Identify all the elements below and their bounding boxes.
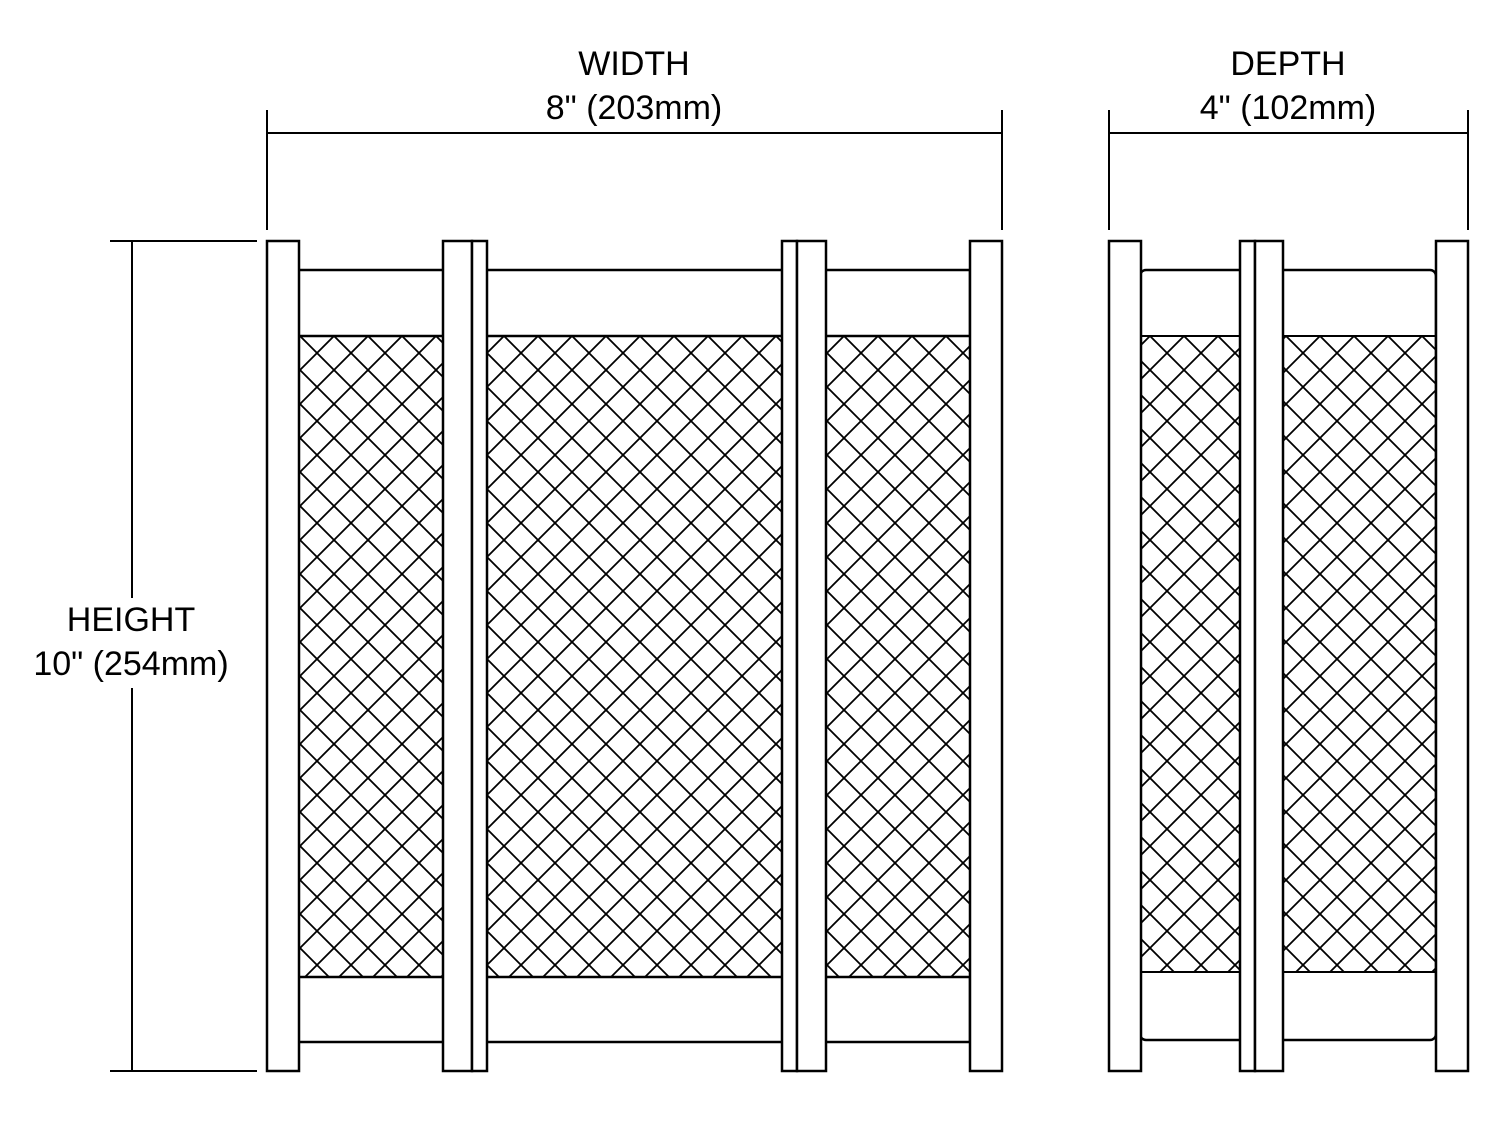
front-post-outer-right [968,239,1004,1073]
side-view [1107,239,1470,1073]
side-mesh-panel-left [1140,335,1241,973]
height-value: 10" (254mm) [33,645,228,683]
front-post-inner-right-a [780,239,799,1073]
front-post-outer-left [265,239,301,1073]
front-top-band [296,268,972,338]
side-post-right [1434,239,1470,1073]
height-title: HEIGHT [67,601,195,639]
side-post-center-a [1238,239,1257,1073]
front-mesh-panel-left [298,335,444,978]
height-dimension: HEIGHT 10" (254mm) [33,240,257,1072]
width-dimension: WIDTH 8" (203mm) [266,45,1003,230]
side-post-left [1107,239,1143,1073]
width-value: 8" (203mm) [546,89,722,127]
side-post-center-b [1253,239,1285,1073]
front-mesh-panel-right [825,335,971,978]
width-title: WIDTH [578,45,689,83]
front-post-inner-left-a [441,239,474,1073]
front-post-inner-left-b [470,239,489,1073]
depth-value: 4" (102mm) [1200,89,1376,127]
front-view [265,239,1004,1073]
front-bottom-band [296,975,972,1044]
front-mesh-panel-center [486,335,784,978]
front-post-inner-right-b [795,239,828,1073]
depth-dimension: DEPTH 4" (102mm) [1108,45,1469,230]
side-mesh-panel-right [1282,335,1437,973]
depth-title: DEPTH [1230,45,1345,83]
